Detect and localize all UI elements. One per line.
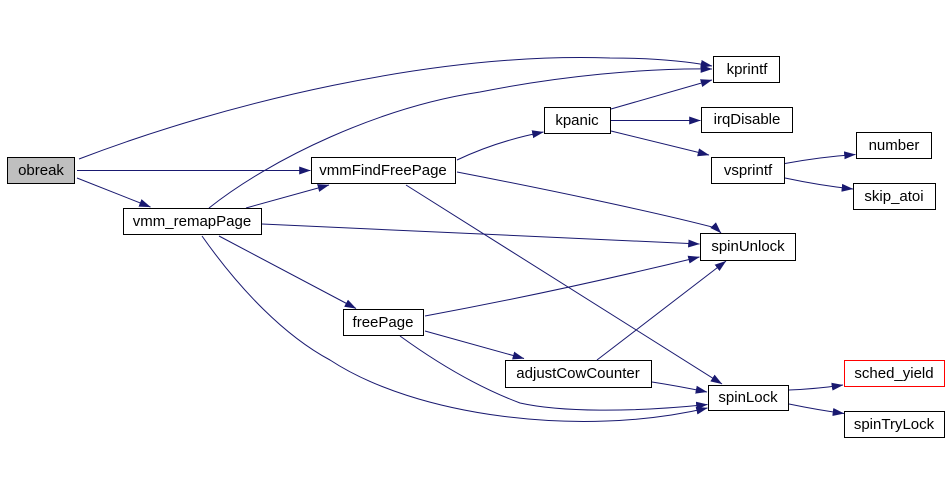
svg-text:vmm_remapPage: vmm_remapPage [133, 213, 251, 230]
svg-text:spinUnlock: spinUnlock [711, 238, 785, 255]
svg-text:number: number [869, 137, 920, 154]
svg-text:adjustCowCounter: adjustCowCounter [516, 365, 639, 382]
svg-text:spinLock: spinLock [718, 389, 778, 406]
svg-text:kprintf: kprintf [727, 61, 769, 78]
svg-text:freePage: freePage [353, 314, 414, 331]
svg-text:vmmFindFreePage: vmmFindFreePage [319, 162, 447, 179]
svg-text:kpanic: kpanic [555, 112, 599, 129]
svg-text:sched_yield: sched_yield [854, 365, 933, 382]
svg-text:vsprintf: vsprintf [724, 162, 773, 179]
svg-text:irqDisable: irqDisable [714, 111, 781, 128]
svg-text:skip_atoi: skip_atoi [864, 188, 923, 205]
svg-text:obreak: obreak [18, 162, 64, 179]
svg-text:spinTryLock: spinTryLock [854, 416, 935, 433]
